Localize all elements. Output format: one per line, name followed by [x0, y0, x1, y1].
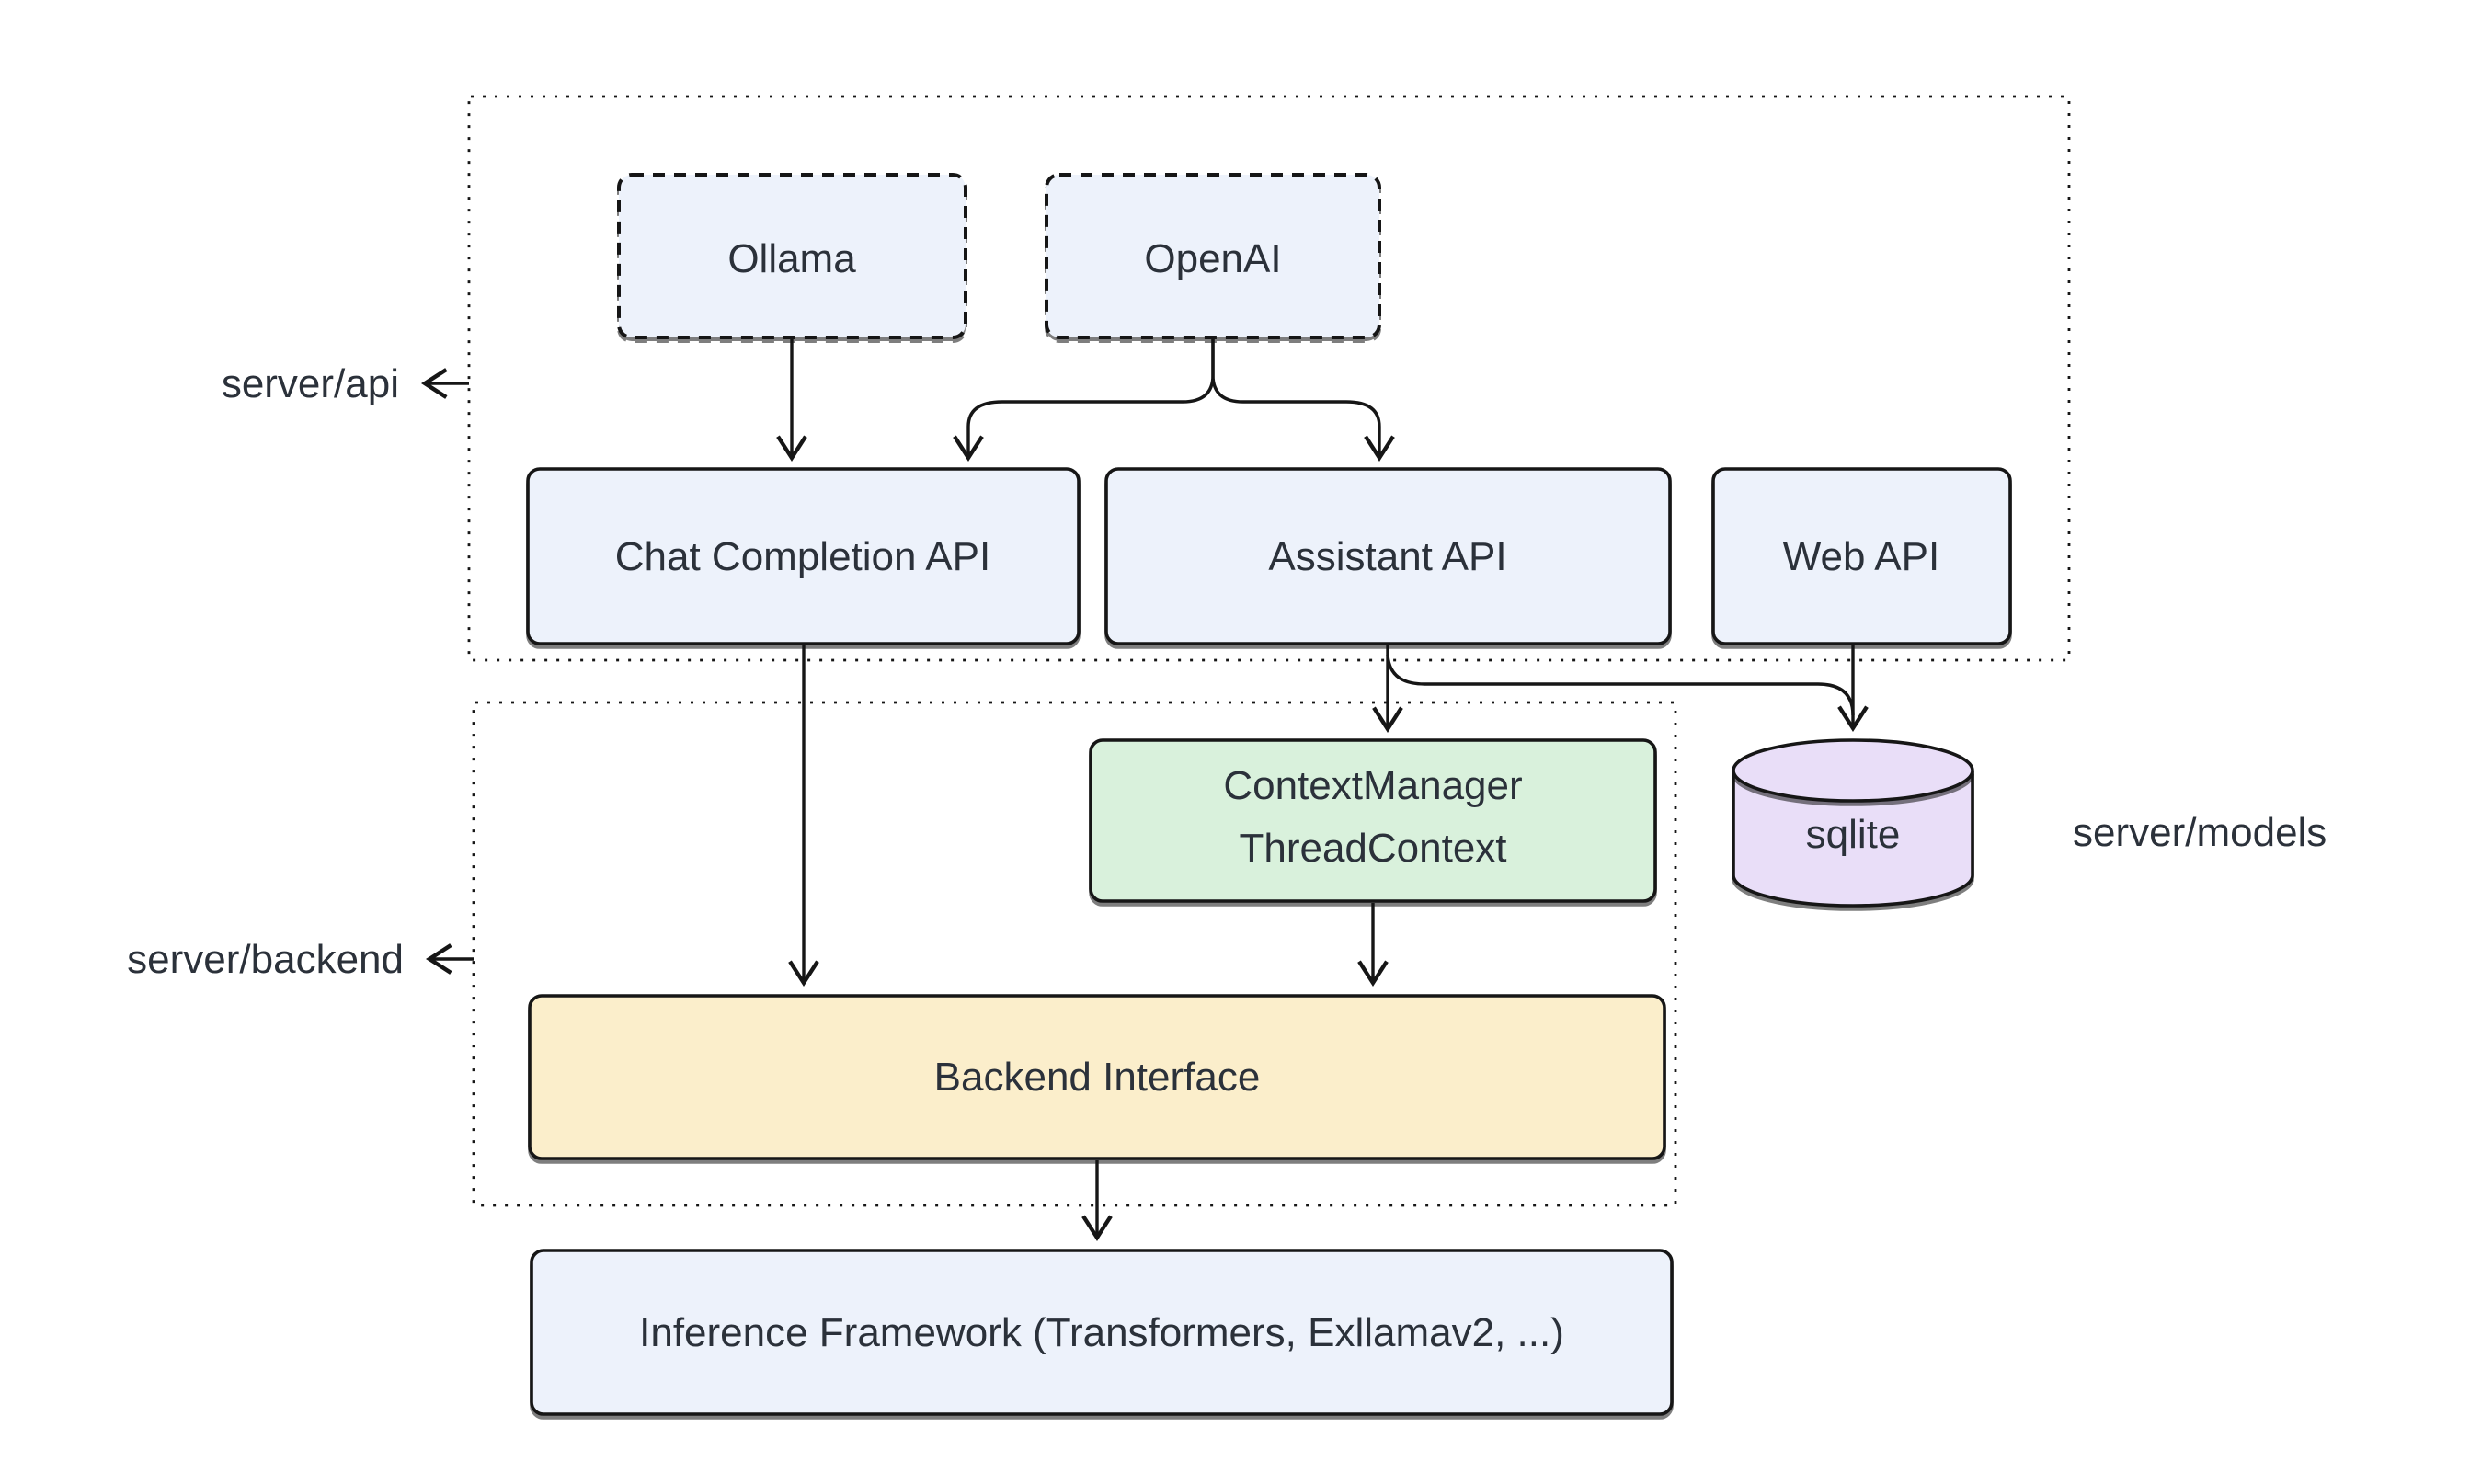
- inference-framework-node: [530, 1249, 1674, 1416]
- backend-interface-label: Backend Interface: [934, 1055, 1261, 1100]
- sqlite-label: sqlite: [1806, 812, 1901, 857]
- assistant-api-label: Assistant API: [1268, 534, 1506, 579]
- sqlite-cylinder-body: [1732, 771, 1974, 908]
- edge-openai-to-chat-api: [953, 337, 1215, 462]
- server-backend-container: [472, 701, 1677, 1207]
- server-api-label: server/api: [222, 361, 399, 406]
- context-manager-label-line1: ContextManager: [1223, 763, 1522, 808]
- edge-assistant-api-to-sqlite: [1386, 654, 1855, 716]
- web-api-label: Web API: [1783, 534, 1939, 579]
- openai-node: [1045, 173, 1381, 339]
- context-manager-node: [1089, 738, 1657, 903]
- server-api-container: [467, 95, 2071, 662]
- openai-label: OpenAI: [1144, 236, 1281, 281]
- server-backend-label: server/backend: [127, 937, 404, 982]
- ollama-label: Ollama: [727, 236, 856, 281]
- sqlite-node: [1732, 738, 1974, 908]
- server-models-label: server/models: [2073, 810, 2327, 855]
- assistant-api-node: [1104, 467, 1672, 645]
- sqlite-cylinder-top: [1732, 738, 1974, 803]
- ollama-node: [617, 173, 967, 339]
- chat-completion-api-label: Chat Completion API: [615, 534, 990, 579]
- context-manager-label-line2: ThreadContext: [1239, 826, 1506, 871]
- chat-completion-api-node: [526, 467, 1081, 645]
- web-api-node: [1711, 467, 2012, 645]
- backend-interface-node: [528, 994, 1666, 1160]
- edge-openai-to-assistant-api: [1211, 337, 1395, 462]
- inference-framework-label: Inference Framework (Transformers, Exlla…: [639, 1310, 1564, 1355]
